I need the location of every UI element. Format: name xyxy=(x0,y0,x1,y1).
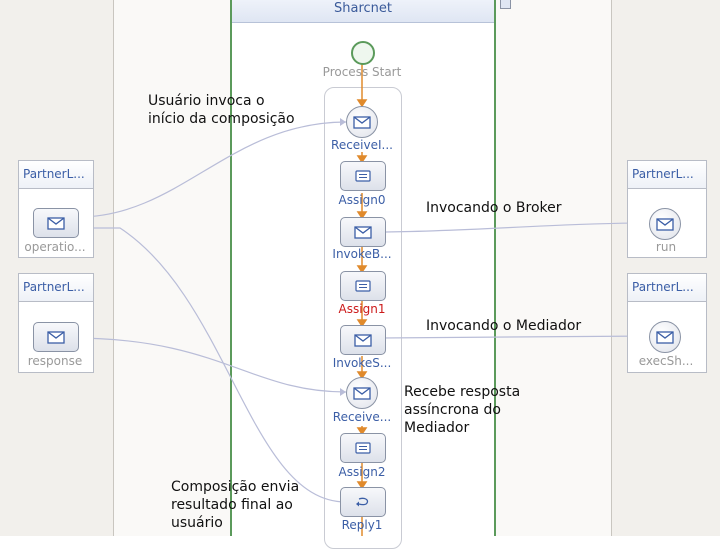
activity-label: InvokeB... xyxy=(332,247,392,261)
envelope-icon xyxy=(47,330,65,344)
envelope-icon xyxy=(47,216,65,230)
assign-activity-node[interactable] xyxy=(340,161,386,191)
note-invoke-start: Usuário invoca o início da composição xyxy=(148,93,295,127)
execsh-operation-node[interactable] xyxy=(649,321,681,353)
invoke-activity-node[interactable] xyxy=(340,325,386,355)
assign-icon xyxy=(355,280,371,292)
assign-activity-node[interactable] xyxy=(340,271,386,301)
inner-left-margin xyxy=(114,0,230,536)
invoke-activity-node[interactable] xyxy=(340,217,386,247)
operation-label: execSh... xyxy=(638,354,694,368)
envelope-icon xyxy=(354,225,372,239)
link-response-receive xyxy=(71,337,347,393)
receive-activity-node[interactable] xyxy=(346,377,378,409)
activity-label: ReceiveI... xyxy=(331,138,393,152)
flow-arrowhead xyxy=(356,371,368,380)
activity-label: InvokeS... xyxy=(332,356,392,370)
partner-link-title: PartnerL... xyxy=(628,274,706,302)
note-final-result: Composição envia resultado final ao usuá… xyxy=(171,479,300,531)
run-operation-node[interactable] xyxy=(649,208,681,240)
sequence-container[interactable] xyxy=(324,87,402,549)
right-lane-background xyxy=(611,0,720,536)
activity-label: Assign0 xyxy=(338,193,386,207)
partner-link-right-bottom[interactable]: PartnerL... xyxy=(627,273,707,373)
partner-link-right-top[interactable]: PartnerL... xyxy=(627,160,707,258)
link-operation-receive xyxy=(77,121,347,218)
flow-arrowhead xyxy=(356,427,368,436)
process-start-node[interactable] xyxy=(351,41,375,65)
envelope-icon xyxy=(354,333,372,347)
right-lane-divider xyxy=(611,0,612,536)
partner-link-title: PartnerL... xyxy=(628,161,706,189)
flow-arrowhead xyxy=(356,265,368,274)
assign-icon xyxy=(355,170,371,182)
partner-links xyxy=(71,121,649,503)
reply-activity-node[interactable] xyxy=(340,487,386,517)
link-invoke-execsh xyxy=(377,335,649,339)
envelope-icon xyxy=(656,217,674,231)
process-start-label: Process Start xyxy=(322,65,402,79)
activity-label: Assign2 xyxy=(338,465,386,479)
note-invoke-broker: Invocando o Broker xyxy=(426,200,562,216)
assign-icon xyxy=(355,442,371,454)
flow-arrowhead xyxy=(356,481,368,490)
left-lane-divider xyxy=(113,0,114,536)
flow-arrowhead xyxy=(356,155,368,164)
flow-arrowhead xyxy=(356,99,368,108)
link-reply-operation xyxy=(84,227,347,503)
partner-link-title: PartnerL... xyxy=(19,161,93,189)
reply-arrow-icon xyxy=(356,497,369,507)
left-lane-background xyxy=(0,0,114,536)
link-arrowhead xyxy=(340,118,346,126)
flow-arrowhead xyxy=(356,319,368,328)
operation-label: run xyxy=(655,240,677,254)
note-async-response: Recebe resposta assíncrona do Mediador xyxy=(404,384,521,436)
operation-label: operatio... xyxy=(24,240,86,254)
activity-label: Reply1 xyxy=(341,518,383,532)
receive-activity-node[interactable] xyxy=(346,106,378,138)
flow-arrows xyxy=(356,62,368,536)
assign-activity-node[interactable] xyxy=(340,433,386,463)
envelope-icon xyxy=(353,115,371,129)
link-invoke-run xyxy=(377,222,649,233)
note-invoke-mediator: Invocando o Mediador xyxy=(426,318,582,334)
flow-arrowhead xyxy=(356,211,368,220)
envelope-icon xyxy=(353,386,371,400)
inner-right-margin xyxy=(496,0,611,536)
link-arrowhead xyxy=(340,388,346,396)
frame-corner-icon xyxy=(500,0,511,9)
envelope-icon xyxy=(656,330,674,344)
activity-label: Receive... xyxy=(332,410,392,424)
activity-label-error: Assign1 xyxy=(338,302,386,316)
operation-node[interactable] xyxy=(33,208,79,238)
partner-link-title: PartnerL... xyxy=(19,274,93,302)
operation-label: response xyxy=(27,354,83,368)
process-title: Sharcnet xyxy=(232,0,494,23)
response-node[interactable] xyxy=(33,322,79,352)
